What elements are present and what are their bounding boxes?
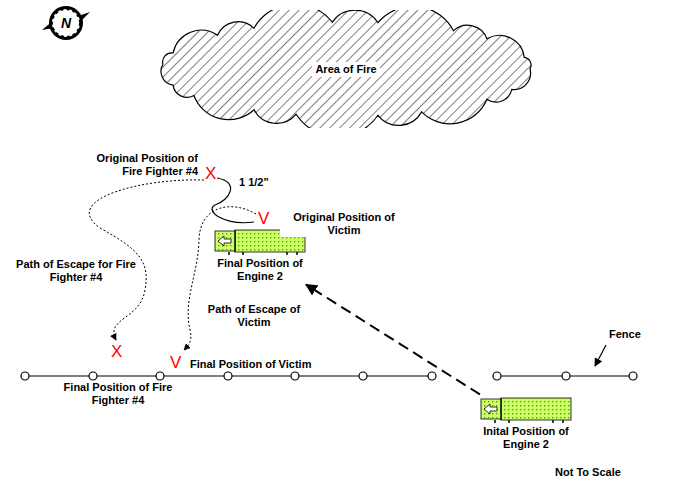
- position-marker: V: [170, 354, 181, 371]
- compass-rose: N: [40, 2, 92, 44]
- position-marker: V: [258, 210, 269, 227]
- position-note: Original Position of Victim: [280, 211, 408, 237]
- position-note: Original Position of Fire Fighter #4: [86, 152, 198, 178]
- position-note: Final Position of Victim: [190, 358, 311, 371]
- scale-note: Not To Scale: [555, 466, 621, 479]
- fence: [21, 372, 637, 380]
- path-note: Path of Escape of Victim: [200, 303, 308, 329]
- fence-leader: [595, 345, 606, 366]
- position-marker: X: [111, 343, 122, 360]
- path-note: Path of Escape for Fire Fighter #4: [16, 258, 136, 284]
- fence-label: Fence: [609, 328, 641, 341]
- position-note: Final Position of Fire Fighter #4: [62, 381, 174, 407]
- movement-arrow: [306, 285, 480, 395]
- area-label: Area of Fire: [312, 62, 379, 77]
- position-marker: X: [205, 165, 216, 182]
- engine-label: Final Position of Engine 2: [214, 257, 306, 283]
- dimension-label: 1 1/2": [239, 176, 269, 189]
- fire-area: Area of Fire: [150, 10, 542, 128]
- engine-label: Inital Position of Engine 2: [480, 425, 572, 451]
- fire-engine: Inital Position of Engine 2: [476, 396, 576, 451]
- compass-letter: N: [61, 17, 71, 30]
- engine-symbol: [479, 396, 573, 424]
